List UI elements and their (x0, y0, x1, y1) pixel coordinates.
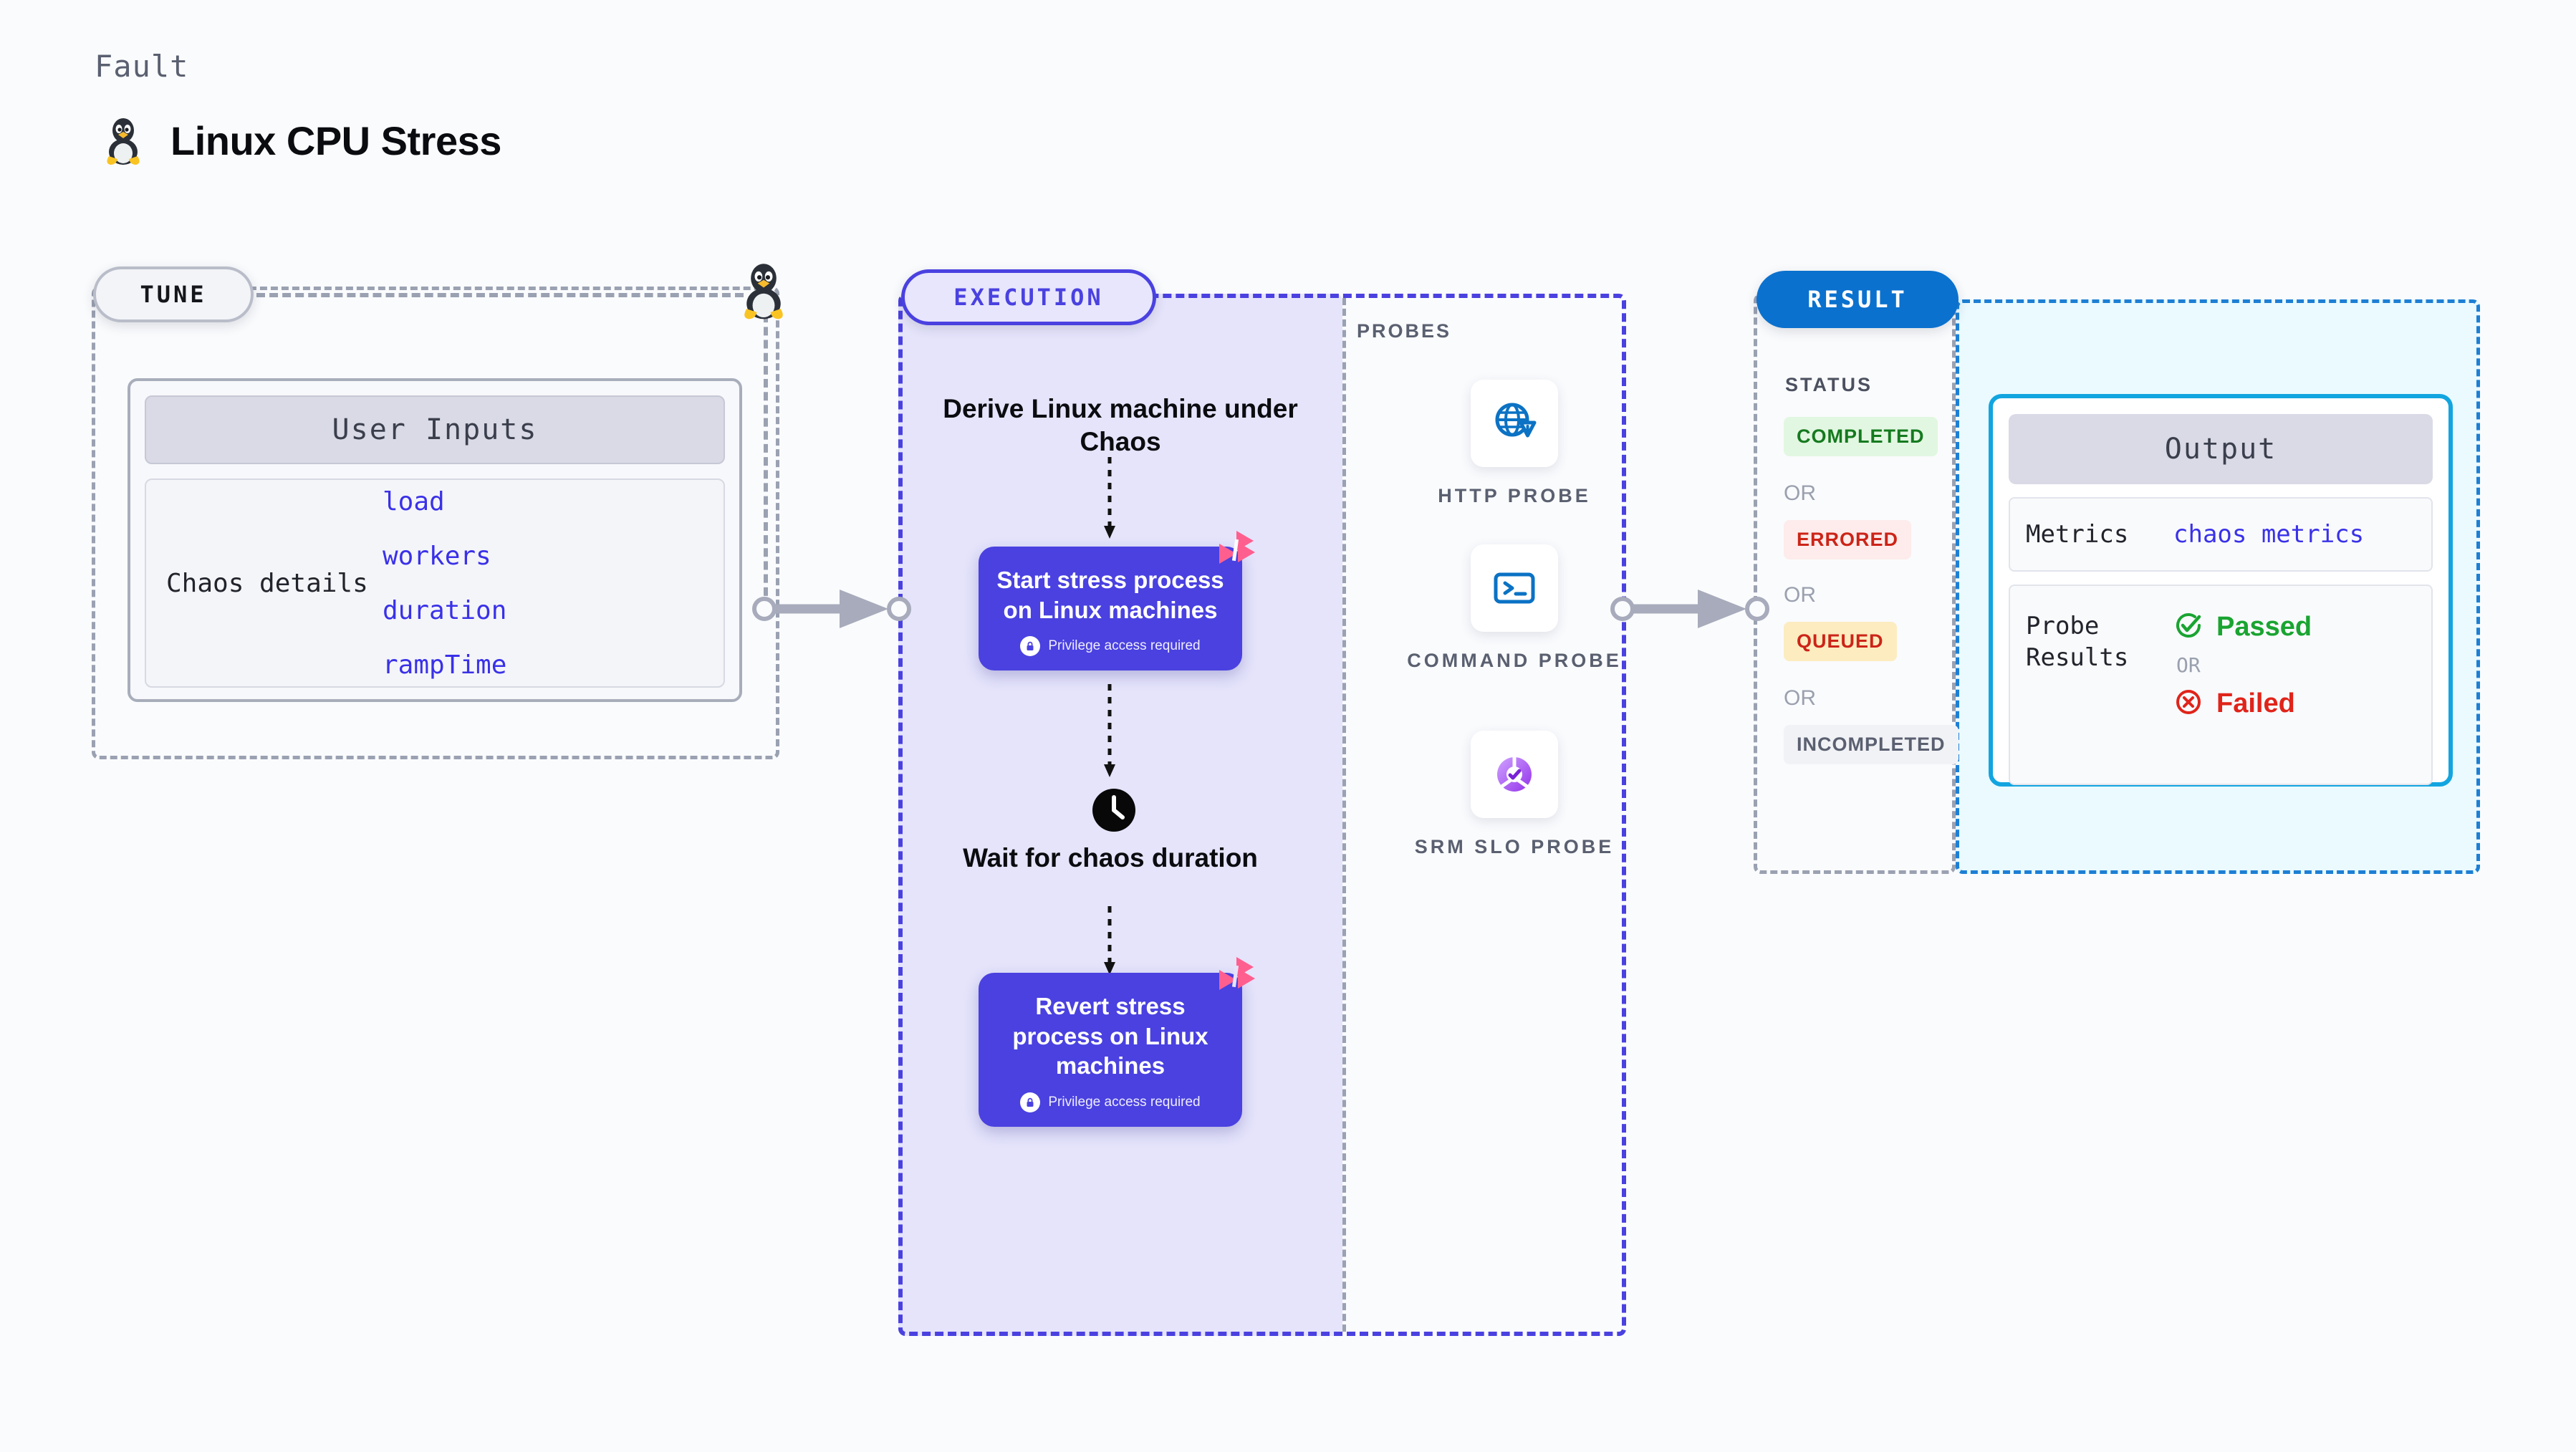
slo-donut-check-icon (1471, 731, 1558, 818)
action-node-subtitle-row: Privilege access required (991, 636, 1229, 657)
output-card-header: Output (2009, 414, 2433, 484)
probe-result-failed-label: Failed (2216, 688, 2295, 718)
lock-icon (1020, 1092, 1041, 1112)
fault-kicker-label: Fault (95, 49, 189, 84)
probe-item-http[interactable]: HTTP PROBE (1407, 380, 1622, 509)
status-or-label-2: OR (1784, 583, 1816, 607)
fault-title-row: Linux CPU Stress (100, 115, 501, 166)
derive-step-label: Derive Linux machine under Chaos (943, 394, 1298, 457)
flow-arrow-wait-to-revert (1104, 906, 1115, 975)
tune-stage-badge-label: TUNE (140, 281, 207, 308)
tune-stage-container (92, 287, 779, 759)
user-inputs-body: Chaos details load workers duration ramp… (145, 479, 725, 688)
action-node-subtitle: Privilege access required (1048, 638, 1201, 654)
probes-section-label: PROBES (1357, 320, 1452, 342)
lock-icon (1020, 636, 1041, 657)
execution-stage-badge-label: EXECUTION (953, 284, 1104, 311)
flow-arrow-derive-to-start (1104, 457, 1115, 539)
tune-dashed-connector (256, 293, 744, 297)
status-badge-queued: QUEUED (1784, 622, 1897, 661)
chaos-param-ramptime[interactable]: rampTime (383, 650, 507, 680)
check-circle-icon (2173, 610, 2203, 643)
linux-tux-icon (736, 259, 791, 324)
globe-warning-icon (1471, 380, 1558, 467)
connector-tune-to-execution (752, 590, 911, 628)
flow-arrow-start-to-wait (1104, 684, 1115, 777)
linux-tux-icon (100, 115, 146, 166)
probe-result-passed: Passed (2173, 610, 2312, 643)
status-badge-errored: ERRORED (1784, 520, 1912, 559)
connector-execution-to-result (1610, 590, 1769, 628)
wait-step-label: Wait for chaos duration (963, 843, 1258, 872)
action-node-subtitle: Privilege access required (1048, 1094, 1201, 1110)
result-stage-badge[interactable]: RESULT (1756, 271, 1959, 328)
status-badge-completed: COMPLETED (1784, 417, 1938, 456)
probe-caption: HTTP PROBE (1438, 485, 1591, 506)
output-card: Output Metrics chaos metrics Probe Resul… (1989, 394, 2453, 787)
result-stage-badge-label: RESULT (1807, 286, 1908, 313)
status-or-label-1: OR (1784, 481, 1816, 505)
probe-caption: COMMAND PROBE (1407, 650, 1622, 671)
status-badge-incompleted: INCOMPLETED (1784, 725, 1959, 764)
chaos-parameter-list: load workers duration rampTime (383, 487, 506, 680)
terminal-icon (1471, 544, 1558, 632)
harness-logo-icon (1216, 954, 1256, 998)
probe-result-passed-label: Passed (2216, 611, 2312, 642)
status-or-label-3: OR (1784, 686, 1816, 710)
action-node-title: Start stress process on Linux machines (996, 567, 1224, 623)
user-inputs-header: User Inputs (145, 395, 725, 464)
output-metrics-value[interactable]: chaos metrics (2173, 520, 2365, 549)
probe-result-or-label: OR (2176, 653, 2201, 677)
chaos-details-label: Chaos details (166, 568, 368, 598)
probe-result-failed: Failed (2173, 687, 2312, 720)
execution-probes-divider (1342, 298, 1346, 1332)
probe-caption: SRM SLO PROBE (1414, 836, 1615, 857)
tune-stage-badge[interactable]: TUNE (93, 266, 254, 322)
page-title: Linux CPU Stress (170, 117, 501, 163)
chaos-param-workers[interactable]: workers (383, 541, 491, 571)
action-node-title: Revert stress process on Linux machines (1012, 993, 1208, 1080)
execution-stage-badge[interactable]: EXECUTION (901, 269, 1156, 325)
harness-logo-icon (1216, 528, 1256, 572)
probe-item-srm-slo[interactable]: SRM SLO PROBE (1407, 731, 1622, 860)
output-probe-results-row: Probe Results Passed OR (2009, 585, 2433, 785)
x-circle-icon (2173, 687, 2203, 720)
action-node-revert-stress[interactable]: Revert stress process on Linux machines … (979, 957, 1255, 1127)
output-probe-results-label: Probe Results (2026, 612, 2129, 673)
execution-probes-container (898, 294, 1626, 1336)
probe-item-command[interactable]: COMMAND PROBE (1407, 544, 1622, 673)
chaos-param-load[interactable]: load (383, 486, 445, 516)
output-metrics-label: Metrics (2026, 520, 2129, 549)
chaos-param-duration[interactable]: duration (383, 595, 507, 625)
status-section-label: STATUS (1785, 374, 1873, 395)
action-node-subtitle-row: Privilege access required (991, 1092, 1229, 1112)
output-metrics-row: Metrics chaos metrics (2009, 497, 2433, 572)
clock-icon (1092, 788, 1136, 836)
user-inputs-card: User Inputs Chaos details load workers d… (128, 378, 742, 702)
output-probe-results-values: Passed OR Failed (2173, 610, 2312, 720)
action-node-start-stress[interactable]: Start stress process on Linux machines P… (979, 531, 1255, 671)
tune-dashed-right-edge (764, 301, 768, 609)
